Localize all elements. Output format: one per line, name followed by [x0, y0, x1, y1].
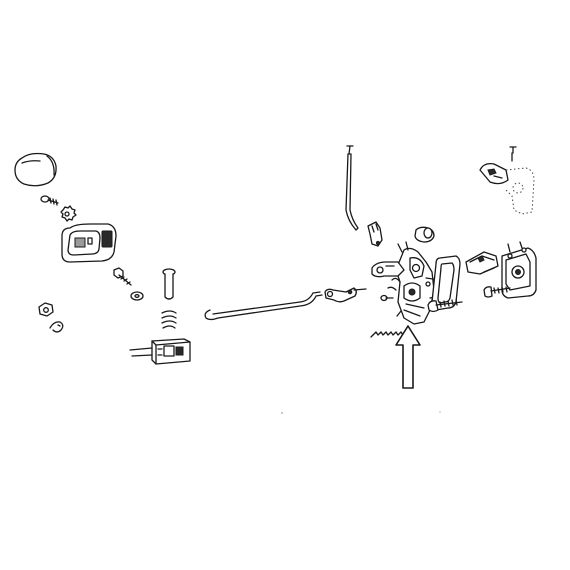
latch-screw-icon [427, 299, 463, 313]
rod-clip-icon [367, 221, 383, 247]
coil-spring-icon [161, 310, 177, 329]
outside-handle-cap-icon [14, 152, 57, 187]
connecting-rod-icon [204, 291, 323, 321]
bolt-icon [113, 267, 132, 286]
door-latch-assembly-icon [371, 241, 441, 325]
pivot-pin-icon [162, 268, 176, 300]
remote-control-bracket-icon [129, 338, 191, 365]
striker-shim-icon [479, 146, 535, 215]
handle-bezel-icon [61, 223, 117, 263]
plunger-icon [414, 226, 435, 243]
striker-plate-icon [501, 241, 537, 299]
bellcrank-icon [324, 287, 367, 303]
striker-screw-icon [483, 286, 511, 298]
lock-rod-icon [345, 145, 359, 231]
nut-icon [38, 302, 54, 317]
screw-icon [40, 195, 59, 206]
striker-stop-icon [465, 251, 499, 275]
scan-specks [281, 411, 441, 414]
lock-washer-icon [60, 205, 77, 222]
latch-gasket-icon [431, 255, 461, 311]
clip-icon [49, 321, 64, 333]
flat-washer-icon [130, 291, 144, 301]
latch-pin-icon [380, 294, 394, 302]
pointer-arrow-icon [395, 325, 421, 389]
